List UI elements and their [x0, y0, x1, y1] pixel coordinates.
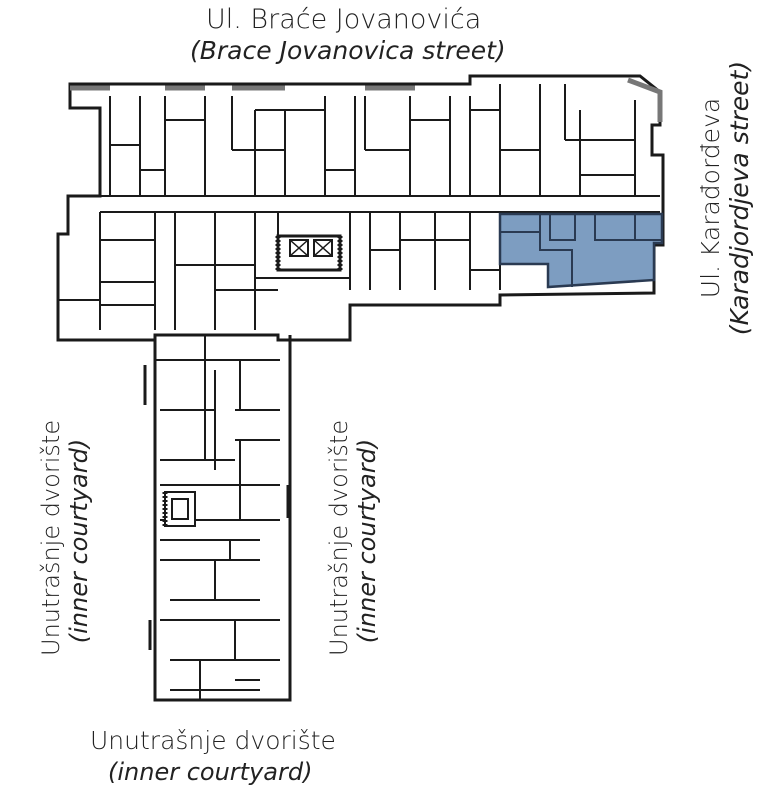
highlighted-apartment-walls: [500, 214, 662, 287]
rooms-vertical-wing: [155, 335, 280, 700]
bottom-courtyard-label-en: (inner courtyard): [108, 758, 313, 786]
building-outline-top-wing: [56, 74, 665, 342]
top-street-label-en: (Brace Jovanovica street): [190, 36, 506, 65]
top-street-label: Ul. Braće Jovanovića: [206, 4, 482, 35]
highlighted-apartment: [498, 212, 664, 289]
stair-core-vertical: [162, 491, 196, 527]
rooms-top-wing-upper: [109, 84, 636, 196]
rooms-top-wing-lower: [58, 212, 501, 330]
balcony-top-right: [627, 77, 663, 122]
bottom-courtyard-label: Unutrašnje dvorište: [90, 726, 336, 755]
corridor-top-wing: [100, 195, 660, 213]
stair-core-top: [275, 234, 343, 272]
building-outline-vertical-wing: [153, 335, 292, 702]
